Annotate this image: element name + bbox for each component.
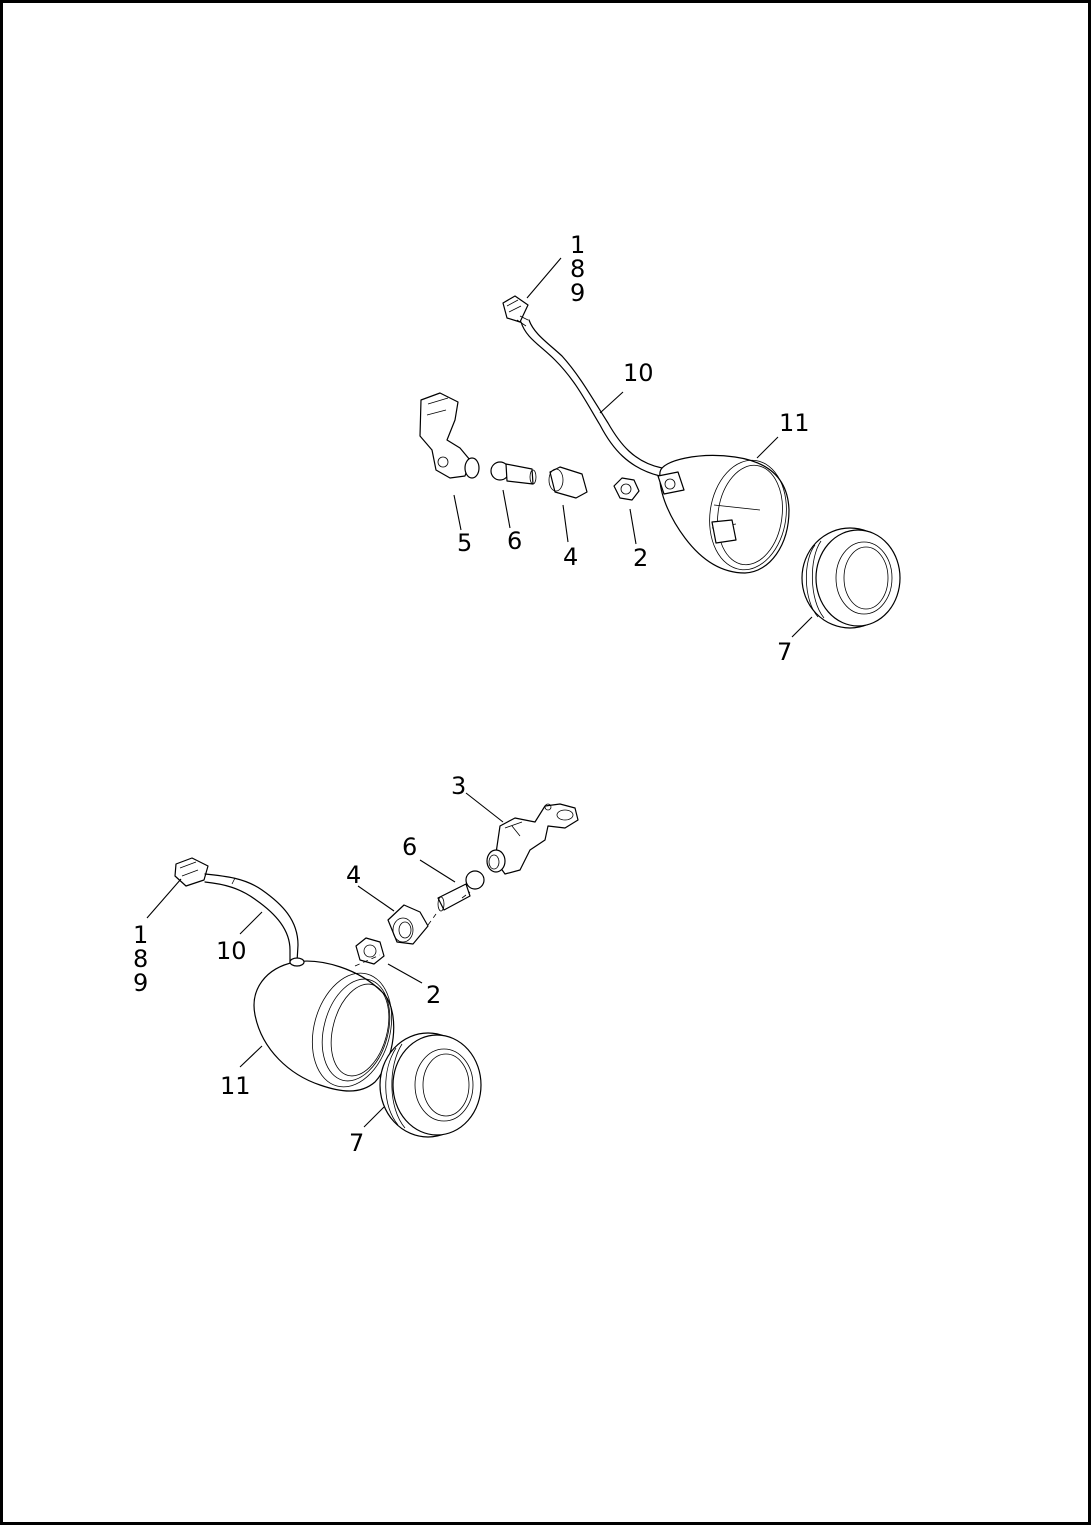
top-lens-ring [801,527,901,629]
bottom-bracket [486,803,579,875]
bottom-lens-ring [379,1032,482,1138]
bottom-callout-4: 4 [346,861,361,889]
bottom-lamp-housing [253,957,395,1092]
top-callout-11: 11 [779,409,810,437]
exploded-parts-diagram: 1 8 9 10 11 5 6 4 2 7 [133,231,901,1157]
bottom-callout-9: 9 [133,969,148,997]
top-callout-2: 2 [633,544,648,572]
bottom-callout-8: 8 [133,945,148,973]
top-callout-8: 8 [570,255,585,283]
bottom-wire-harness [204,873,299,965]
top-bulb [490,461,537,485]
bottom-callout-11: 11 [220,1072,251,1100]
top-callout-5: 5 [457,529,472,557]
top-assembly: 1 8 9 10 11 5 6 4 2 7 [419,231,901,666]
top-socket-bracket [419,392,480,479]
bottom-callout-2: 2 [426,981,441,1009]
bottom-bulb [437,870,485,912]
bottom-assembly: 3 6 4 1 8 9 10 2 11 7 [133,772,579,1157]
bottom-callout-1: 1 [133,921,148,949]
top-bushing [548,466,588,499]
top-wire-harness [520,319,663,477]
top-callout-4: 4 [563,543,578,571]
top-lamp-housing [657,454,790,574]
top-hex-nut [613,477,640,501]
bottom-callout-6: 6 [402,833,417,861]
top-callout-10: 10 [623,359,654,387]
bottom-callout-7: 7 [349,1129,364,1157]
top-connector [502,295,529,327]
top-callout-7: 7 [777,638,792,666]
bottom-connector [174,857,209,887]
top-callout-9: 9 [570,279,585,307]
bottom-callout-3: 3 [451,772,466,800]
bottom-hex-nut [355,937,385,965]
bottom-callout-10: 10 [216,937,247,965]
bottom-bushing [387,904,429,945]
top-callout-1: 1 [570,231,585,259]
top-callout-6: 6 [507,527,522,555]
